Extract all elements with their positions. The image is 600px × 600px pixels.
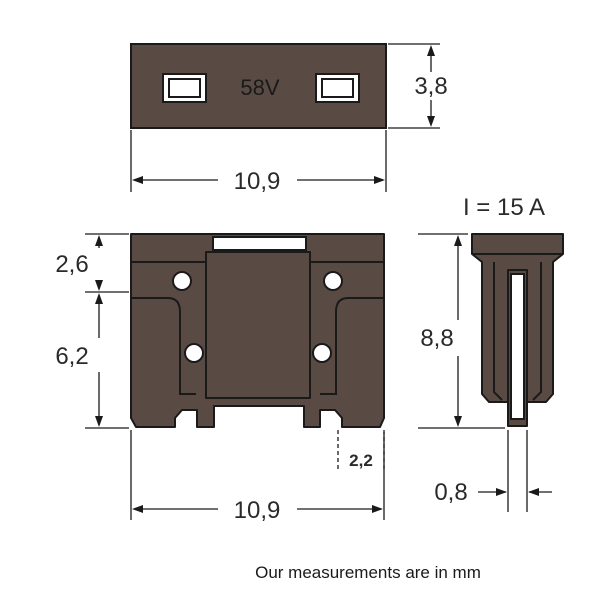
top-view-left-window-inner [168, 78, 201, 98]
front-upper-dimension: 2,6 [55, 251, 88, 278]
front-view-right-leg-contour [320, 297, 384, 395]
front-lower-dimension: 6,2 [55, 343, 88, 370]
side-view-inner-left [493, 262, 503, 401]
front-width-arrow-right [372, 505, 383, 513]
top-width-arrow-left [132, 176, 143, 184]
side-view-blade-inner [510, 273, 525, 420]
front-width-arrow-left [132, 505, 143, 513]
side-view: 8,8 0,8 [418, 233, 564, 512]
top-view: 58V 3,8 10,9 [130, 43, 448, 195]
front-view-center-window [205, 251, 311, 399]
top-width-arrow-right [374, 176, 385, 184]
front-view-left-leg-contour [131, 297, 196, 395]
side-height-arrow-up [454, 235, 462, 246]
front-view: 2,6 6,2 2,2 10,9 [55, 233, 385, 524]
top-height-arrow-up [427, 45, 435, 56]
side-thickness-arrow-left [496, 488, 507, 496]
top-height-dimension: 3,8 [414, 73, 447, 100]
top-height-arrow-down [427, 116, 435, 127]
top-width-dimension: 10,9 [234, 168, 281, 195]
front-view-top-notch [212, 236, 307, 251]
front-view-hole-bottom-left [184, 343, 204, 363]
side-thickness-arrow-right [528, 488, 539, 496]
front-upper-arrow-down [95, 280, 103, 291]
voltage-label: 58V [240, 75, 279, 100]
front-lower-arrow-up [95, 293, 103, 304]
current-rating-label: I = 15 A [463, 194, 545, 221]
front-width-dimension: 10,9 [234, 497, 281, 524]
side-view-inner-right [532, 262, 542, 401]
front-upper-arrow-up [95, 235, 103, 246]
top-view-right-window-inner [321, 78, 354, 98]
side-thickness-dimension: 0,8 [434, 479, 467, 506]
leg-width-dimension: 2,2 [349, 451, 373, 470]
units-footnote: Our measurements are in mm [255, 563, 481, 582]
side-height-dimension: 8,8 [420, 325, 453, 352]
front-view-hole-bottom-right [312, 343, 332, 363]
front-view-hole-top-left [172, 271, 192, 291]
front-view-hole-top-right [323, 271, 343, 291]
side-height-arrow-down [454, 416, 462, 427]
front-lower-arrow-down [95, 416, 103, 427]
